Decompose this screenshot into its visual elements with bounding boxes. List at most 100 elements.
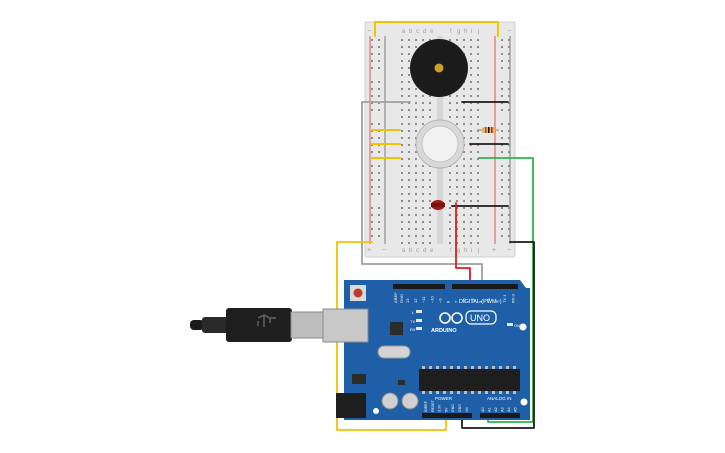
breadboard-hole [408, 81, 410, 83]
breadboard-hole [456, 228, 458, 230]
breadboard-hole [477, 60, 479, 62]
breadboard-hole [463, 165, 465, 167]
usb-socket [322, 308, 369, 343]
led-red[interactable] [431, 200, 445, 210]
col-letter-e-bottom: e [430, 248, 434, 254]
breadboard-hole [463, 228, 465, 230]
breadboard-hole [415, 172, 417, 174]
breadboard-hole [408, 221, 410, 223]
breadboard-hole [408, 130, 410, 132]
breadboard-hole [456, 95, 458, 97]
rail-hole [501, 165, 503, 167]
breadboard-hole [470, 123, 472, 125]
rail-hole [378, 235, 380, 237]
digital-label: DIGITAL (PWM~) [459, 299, 502, 305]
tx-label: TX [410, 319, 415, 324]
power-pin-label: 5V [444, 407, 448, 412]
breadboard-hole [456, 123, 458, 125]
breadboard-hole [408, 137, 410, 139]
breadboard-hole [470, 214, 472, 216]
digital-pin-label: ~9 [437, 298, 442, 303]
rail-hole [371, 179, 373, 181]
rail-hole [378, 53, 380, 55]
analog-pin-label: A3 [501, 407, 505, 412]
col-letter-a-bottom: a [402, 248, 406, 254]
breadboard-hole [470, 74, 472, 76]
breadboard-hole [456, 102, 458, 104]
rail-hole [508, 186, 510, 188]
rail-hole [501, 81, 503, 83]
breadboard-hole [401, 74, 403, 76]
reset-button[interactable] [353, 288, 363, 298]
rail-sign-minus-top-right: − [507, 28, 511, 35]
col-letter-a-top: a [402, 29, 406, 35]
breadboard-hole [470, 179, 472, 181]
piezo-buzzer[interactable] [410, 39, 468, 97]
breadboard-hole [470, 95, 472, 97]
power-header [422, 413, 472, 418]
rail-hole [501, 228, 503, 230]
led-rx [416, 327, 422, 330]
chip-pin [443, 391, 446, 394]
digital-header-2 [452, 284, 518, 289]
rail-hole [371, 95, 373, 97]
breadboard-hole [415, 186, 417, 188]
breadboard-hole [456, 179, 458, 181]
breadboard-hole [477, 88, 479, 90]
wire-black-long[interactable] [461, 241, 535, 429]
rail-hole [371, 67, 373, 69]
wire-red[interactable] [455, 202, 471, 284]
breadboard-hole [401, 130, 403, 132]
usb-cable-end [190, 320, 204, 330]
crystal [377, 345, 411, 359]
breadboard-hole [477, 214, 479, 216]
breadboard-hole [408, 67, 410, 69]
breadboard-hole [429, 221, 431, 223]
breadboard-hole [477, 200, 479, 202]
rail-hole [501, 39, 503, 41]
resistor[interactable] [477, 127, 499, 133]
breadboard-hole [408, 151, 410, 153]
breadboard-hole [408, 109, 410, 111]
breadboard-hole [470, 88, 472, 90]
breadboard-hole [470, 46, 472, 48]
rail-hole [508, 235, 510, 237]
rail-hole [508, 102, 510, 104]
capacitor-1 [381, 392, 399, 410]
mount-hole-3 [373, 408, 379, 414]
rail-hole [501, 130, 503, 132]
digital-header-1 [393, 284, 445, 289]
rail-hole [371, 102, 373, 104]
rail-hole [371, 60, 373, 62]
col-letter-b-top: b [409, 29, 413, 35]
breadboard-hole [463, 151, 465, 153]
rail-sign-minus-bottom-right: − [507, 247, 511, 254]
wire-gray[interactable] [361, 101, 483, 284]
chip-pin [513, 391, 516, 394]
rail-hole [378, 102, 380, 104]
wire-yellow-top[interactable] [374, 21, 499, 37]
wire-yellow-long[interactable] [336, 241, 447, 431]
breadboard-hole [415, 123, 417, 125]
breadboard-hole [422, 228, 424, 230]
breadboard-hole [456, 193, 458, 195]
breadboard-hole [401, 102, 403, 104]
brand-label: ARDUINO [431, 328, 457, 334]
usb-cable[interactable] [190, 308, 324, 342]
breadboard-hole [477, 46, 479, 48]
breadboard-hole [415, 165, 417, 167]
col-letter-b-bottom: b [409, 248, 413, 254]
gas-sensor[interactable] [415, 119, 465, 169]
breadboard-hole [477, 186, 479, 188]
breadboard-hole [415, 179, 417, 181]
breadboard-hole [470, 207, 472, 209]
chip-pin [422, 391, 425, 394]
breadboard-hole [408, 144, 410, 146]
breadboard-hole [401, 158, 403, 160]
breadboard-hole [429, 193, 431, 195]
col-letter-c-bottom: c [416, 248, 419, 254]
breadboard-hole [449, 214, 451, 216]
